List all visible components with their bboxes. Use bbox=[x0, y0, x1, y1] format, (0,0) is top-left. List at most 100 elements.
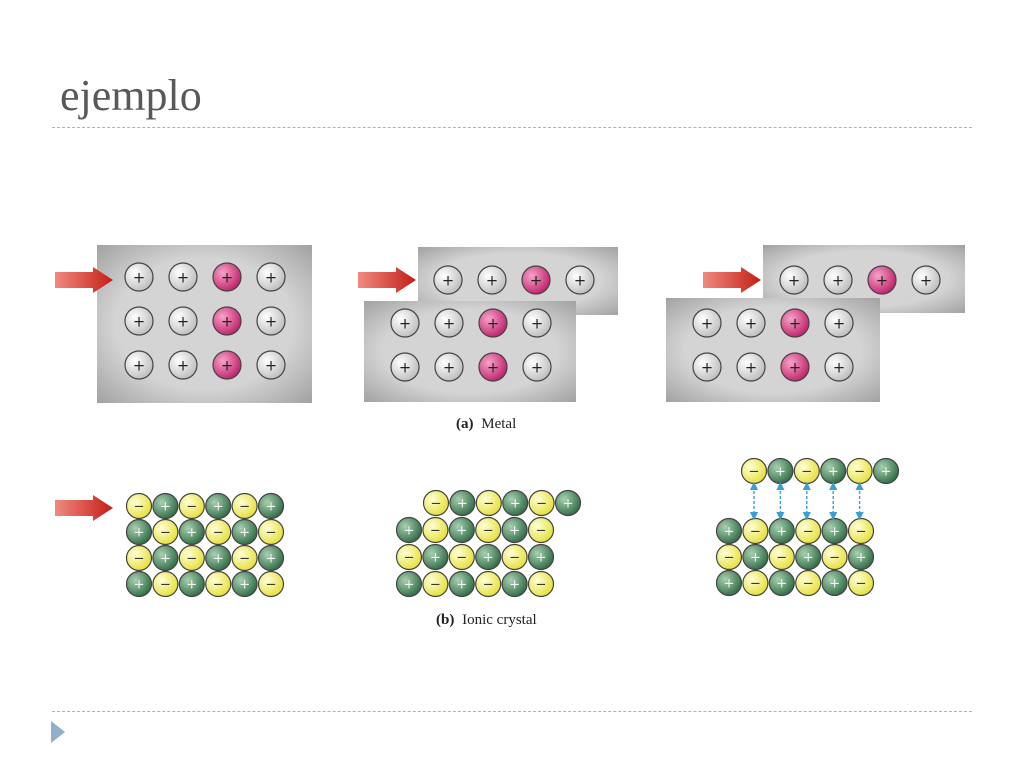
highlight-ion-symbol: + bbox=[876, 273, 888, 290]
cation: + bbox=[742, 543, 769, 571]
cation-symbol: + bbox=[776, 577, 787, 592]
anion-sphere bbox=[422, 570, 449, 598]
cation-symbol: + bbox=[829, 577, 840, 592]
cation-symbol: + bbox=[881, 465, 892, 480]
metal-ion-sphere bbox=[565, 265, 595, 295]
metal-ion: + bbox=[736, 352, 766, 382]
metal-ion-symbol: + bbox=[133, 358, 145, 375]
metal-ion-symbol: + bbox=[133, 270, 145, 287]
cation-symbol: + bbox=[160, 552, 171, 567]
metal-ion-symbol: + bbox=[399, 316, 411, 333]
metal-ion: + bbox=[823, 265, 853, 295]
metal-ion: + bbox=[434, 352, 464, 382]
highlight-ion-symbol: + bbox=[789, 360, 801, 377]
push-arrow bbox=[55, 267, 113, 293]
metal-ion: + bbox=[168, 350, 198, 380]
cation-symbol: + bbox=[750, 551, 761, 566]
anion: − bbox=[475, 516, 502, 544]
metal-ion: + bbox=[256, 306, 286, 336]
cation-symbol: + bbox=[509, 578, 520, 593]
anion: − bbox=[125, 544, 153, 572]
cation-symbol: + bbox=[828, 465, 839, 480]
highlight-ion: + bbox=[867, 265, 897, 295]
highlight-ion-sphere bbox=[780, 308, 810, 338]
cation: + bbox=[125, 570, 153, 598]
cation: + bbox=[768, 517, 795, 545]
highlight-ion: + bbox=[478, 308, 508, 338]
metal-ion-sphere bbox=[692, 352, 722, 382]
anion: − bbox=[448, 543, 475, 571]
anion-symbol: − bbox=[266, 526, 277, 541]
metal-ion-symbol: + bbox=[531, 316, 543, 333]
metal-ion-symbol: + bbox=[745, 360, 757, 377]
anion: − bbox=[205, 518, 232, 546]
cation-symbol: + bbox=[483, 551, 494, 566]
anion: − bbox=[422, 516, 449, 544]
highlight-ion-symbol: + bbox=[487, 360, 499, 377]
highlight-ion: + bbox=[212, 306, 242, 336]
next-slide-arrow-icon[interactable] bbox=[51, 721, 65, 743]
metal-ion-symbol: + bbox=[177, 358, 189, 375]
metal-ion-symbol: + bbox=[265, 358, 277, 375]
anion-symbol: − bbox=[134, 500, 145, 515]
ionic-caption: (b) Ionic crystal bbox=[436, 612, 537, 628]
metal-ion-sphere bbox=[824, 308, 854, 338]
metal-ion: + bbox=[692, 308, 722, 338]
highlight-ion: + bbox=[780, 352, 810, 382]
anion-sphere bbox=[821, 543, 848, 571]
cation-symbol: + bbox=[266, 552, 277, 567]
metal-ion-symbol: + bbox=[920, 273, 932, 290]
anion-sphere bbox=[742, 569, 769, 597]
anion-symbol: − bbox=[856, 525, 867, 540]
cation-symbol: + bbox=[404, 524, 415, 539]
cation-sphere bbox=[257, 544, 285, 572]
metal-ion: + bbox=[779, 265, 809, 295]
metal-ion-sphere bbox=[124, 350, 154, 380]
highlight-ion-sphere bbox=[212, 306, 242, 336]
metal-ion: + bbox=[256, 262, 286, 292]
metal-section: ++++++++++++++++++++++++++++++++++++ bbox=[55, 245, 965, 403]
anion-symbol: − bbox=[239, 500, 250, 515]
anion: − bbox=[178, 492, 205, 520]
anion: − bbox=[475, 570, 502, 598]
anion: − bbox=[152, 570, 179, 598]
cation-symbol: + bbox=[186, 526, 197, 541]
cation-symbol: + bbox=[457, 497, 468, 512]
metal-ion-sphere bbox=[779, 265, 809, 295]
cation-sphere bbox=[205, 492, 232, 520]
anion-symbol: − bbox=[829, 551, 840, 566]
anion: − bbox=[742, 517, 769, 545]
metal-ion-sphere bbox=[736, 308, 766, 338]
title-divider bbox=[52, 127, 972, 128]
metal-ion-sphere bbox=[824, 352, 854, 382]
cation-symbol: + bbox=[509, 524, 520, 539]
cation-sphere bbox=[152, 544, 179, 572]
highlight-ion-symbol: + bbox=[487, 316, 499, 333]
anion-sphere bbox=[422, 489, 450, 517]
metal-ion-sphere bbox=[124, 306, 154, 336]
cation-sphere bbox=[795, 543, 822, 571]
cation-symbol: + bbox=[856, 551, 867, 566]
highlight-ion-symbol: + bbox=[530, 273, 542, 290]
anion: − bbox=[528, 489, 555, 517]
cation: + bbox=[422, 543, 449, 571]
metal-ion-symbol: + bbox=[832, 273, 844, 290]
cation-sphere bbox=[231, 518, 258, 546]
anion-symbol: − bbox=[483, 578, 494, 593]
cation-sphere bbox=[205, 544, 232, 572]
anion-symbol: − bbox=[856, 577, 867, 592]
anion-sphere bbox=[475, 570, 502, 598]
highlight-ion-sphere bbox=[212, 262, 242, 292]
cation-symbol: + bbox=[186, 578, 197, 593]
anion: − bbox=[527, 516, 555, 544]
cation-symbol: + bbox=[456, 578, 467, 593]
metal-ion-symbol: + bbox=[486, 273, 498, 290]
cation: + bbox=[821, 569, 848, 597]
anion-sphere bbox=[231, 492, 258, 520]
cation-sphere bbox=[768, 569, 795, 597]
anion-sphere bbox=[768, 543, 795, 571]
metal-ion: + bbox=[168, 262, 198, 292]
anion: − bbox=[422, 570, 449, 598]
anion: − bbox=[527, 570, 555, 598]
cation-sphere bbox=[152, 492, 179, 520]
